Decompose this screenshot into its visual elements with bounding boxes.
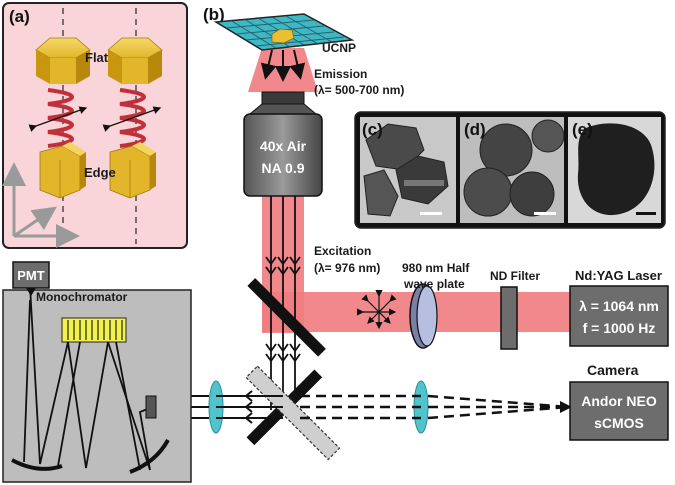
laser-frequency: f = 1000 Hz <box>583 320 656 336</box>
panel-a-label: (a) <box>9 7 30 26</box>
tem-images: (c) (d) (e) <box>354 111 666 229</box>
half-wave-plate-label-1: 980 nm Half <box>402 261 470 275</box>
camera-arrow-icon <box>560 401 572 413</box>
crystal-bottom-left <box>39 142 86 199</box>
laser-source: λ = 1064 nm f = 1000 Hz <box>569 285 669 347</box>
emission-arrows <box>260 49 306 82</box>
excitation-label: Excitation <box>314 244 371 258</box>
removable-mirror <box>245 365 341 461</box>
crystal-bottom-right <box>109 142 156 199</box>
panel-e-label: (e) <box>572 120 593 139</box>
excitation-wavelength: (λ= 976 nm) <box>314 261 380 275</box>
half-wave-plate-label-2: wave plate <box>403 277 465 291</box>
rays-to-camera <box>300 394 569 420</box>
camera: Andor NEO sCMOS <box>569 381 669 441</box>
laser-wavelength: λ = 1064 nm <box>579 298 659 314</box>
crystal-top-right <box>107 37 163 84</box>
monochromator-label: Monochromator <box>36 290 128 304</box>
half-wave-plate <box>409 283 438 349</box>
objective-na: NA 0.9 <box>261 160 304 176</box>
dichroic-mirror <box>247 278 326 357</box>
nd-filter-label: ND Filter <box>490 269 540 283</box>
flat-label: Flat <box>85 50 109 65</box>
ucnp-label: UCNP <box>322 41 356 55</box>
panel-c-label: (c) <box>362 120 383 139</box>
polarization-icon <box>357 290 397 330</box>
emission-label: Emission <box>314 67 367 81</box>
monochromator: Monochromator <box>2 285 192 483</box>
nd-filter <box>500 286 518 350</box>
objective-magnification: 40x Air <box>260 138 307 154</box>
pmt-label: PMT <box>17 268 45 283</box>
camera-sensor: sCMOS <box>594 415 644 431</box>
panel-b-label: (b) <box>203 5 225 24</box>
crystal-top-left <box>35 37 91 84</box>
sample-grid <box>213 13 355 51</box>
camera-title: Camera <box>587 362 639 378</box>
panel-a: (a) Flat Edge <box>1 2 188 249</box>
objective-lens: 40x Air NA 0.9 <box>243 91 323 197</box>
axes-icon <box>1 162 80 248</box>
pmt-detector: PMT <box>12 261 50 296</box>
emission-wavelength: (λ= 500-700 nm) <box>314 83 404 97</box>
panel-d-label: (d) <box>464 120 486 139</box>
camera-model: Andor NEO <box>581 393 657 409</box>
edge-label: Edge <box>84 165 116 180</box>
laser-title: Nd:YAG Laser <box>575 268 662 283</box>
